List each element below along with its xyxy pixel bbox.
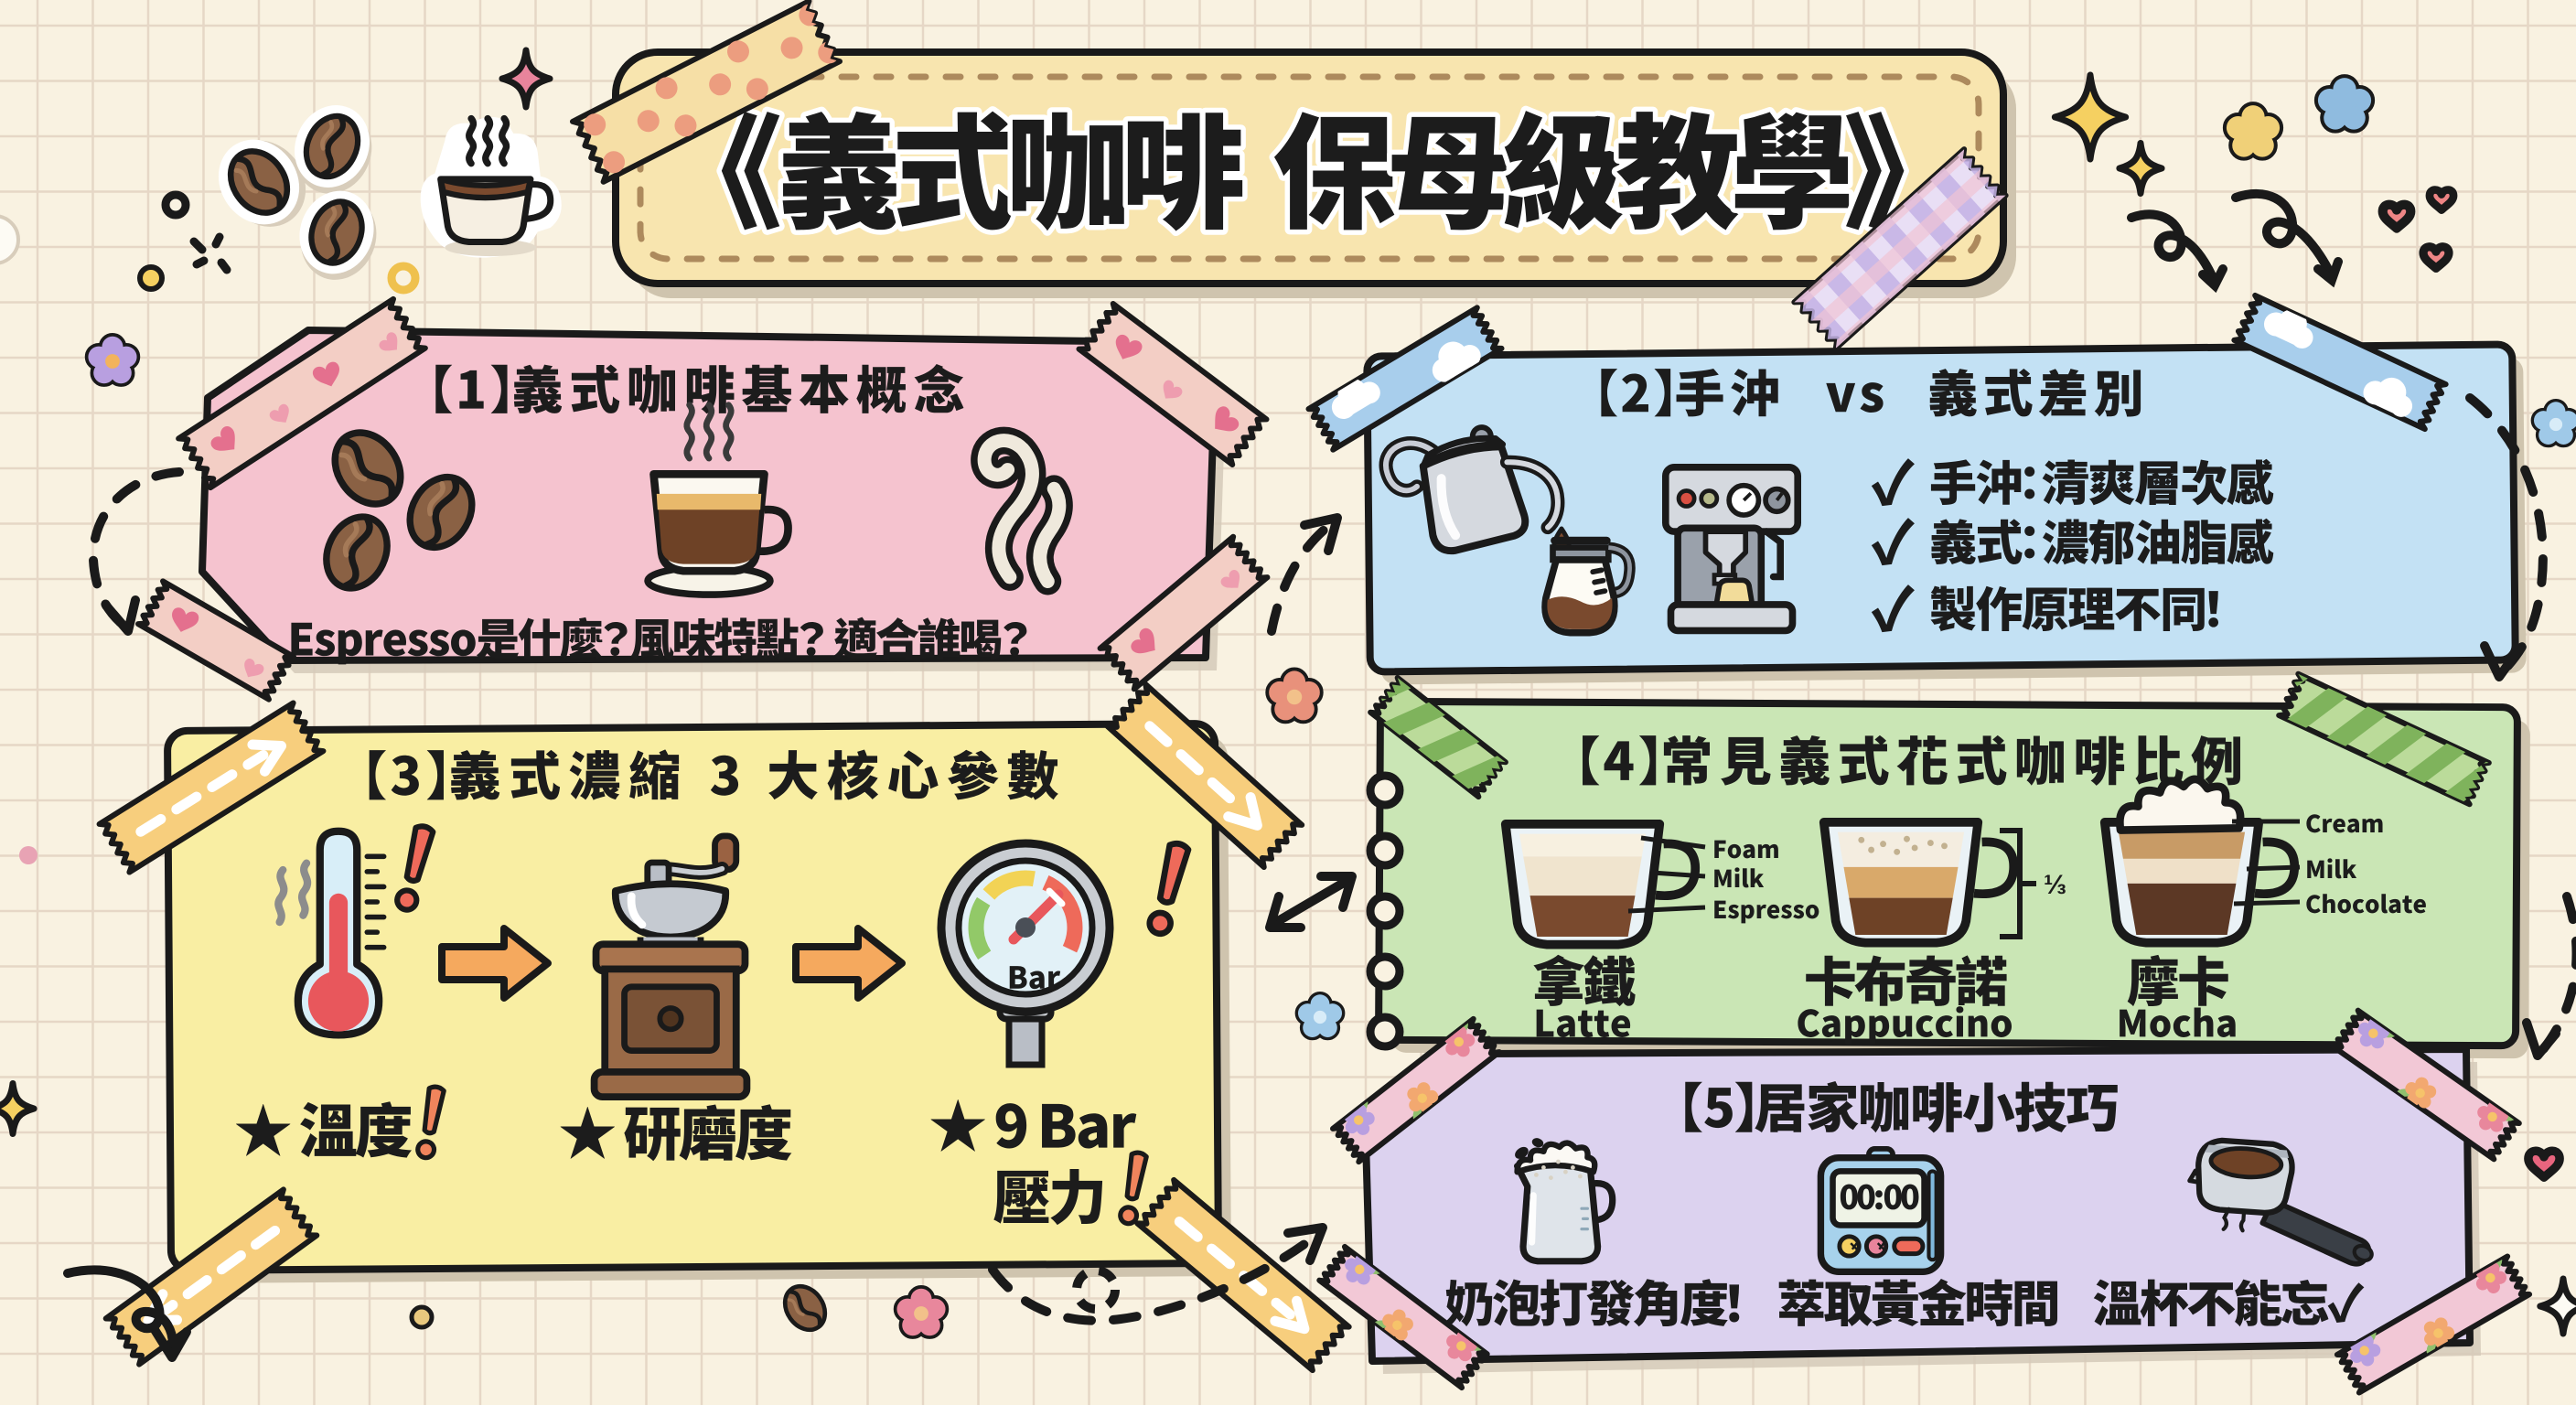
svg-text:⅓: ⅓ [2044, 870, 2066, 900]
